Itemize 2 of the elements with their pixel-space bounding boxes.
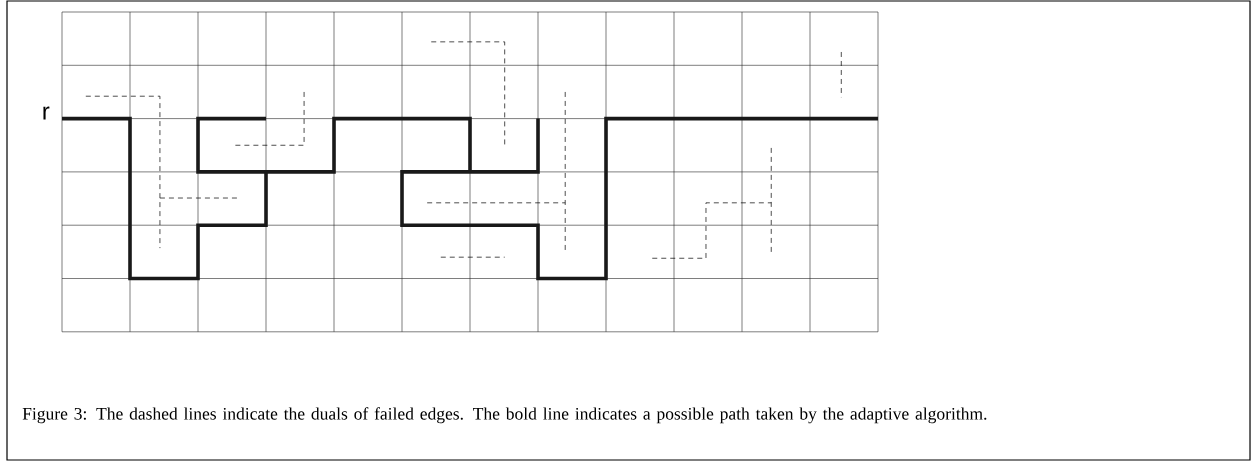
caption: Figure 3: The dashed lines indicate the duals of failed edges. The bold line indicates a possible path taken by the adaptive algorithm.	[22, 407, 987, 424]
vertex-label: r	[43, 106, 50, 120]
